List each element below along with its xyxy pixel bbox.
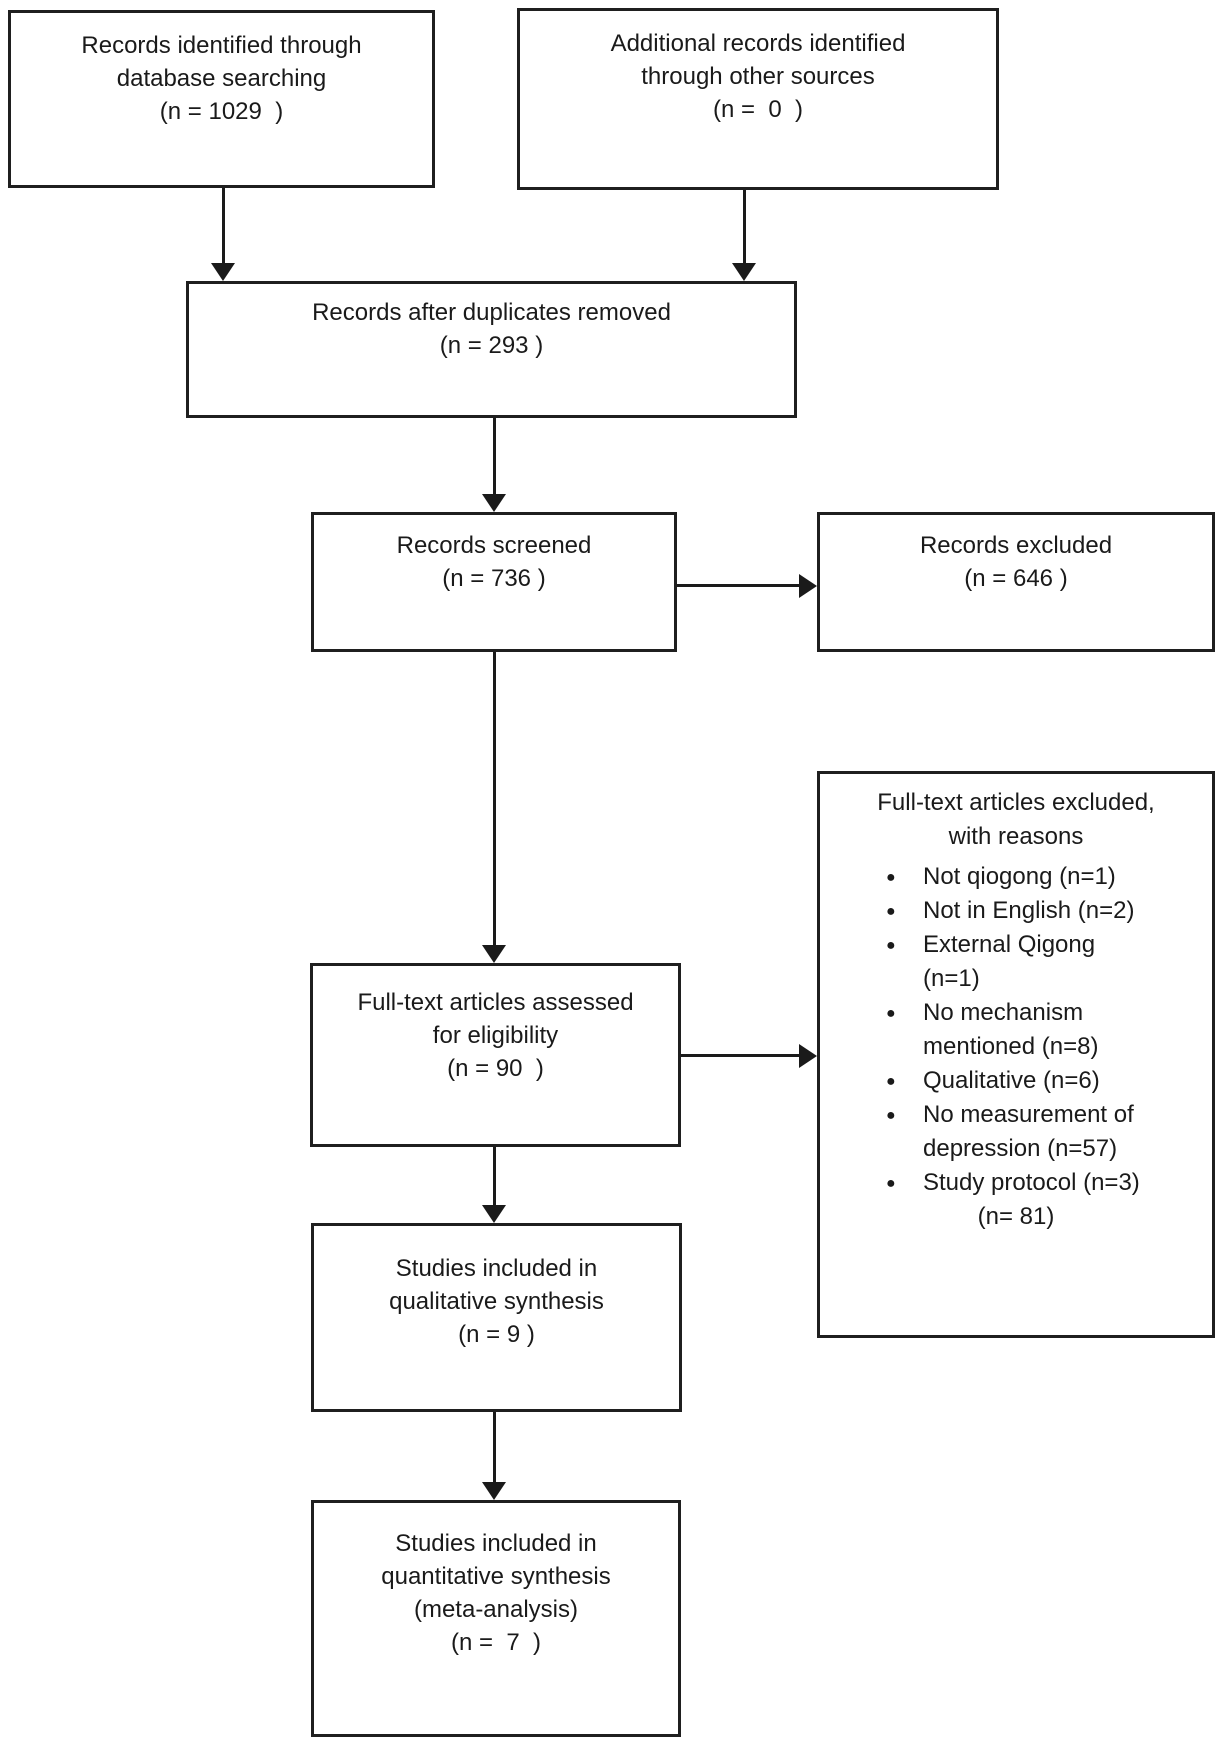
reason-item: Qualitative (n=6) — [820, 1064, 1204, 1099]
reason-item: Not qiogong (n=1) — [820, 860, 1204, 895]
fulltext-excluded-title: Full-text articles excluded, with reason… — [877, 789, 1155, 850]
box-fulltext-assessed-label: Full-text articles assessed for eligibil… — [357, 989, 634, 1082]
box-quantitative-synthesis: Studies included in quantitative synthes… — [311, 1500, 681, 1737]
box-records-excluded-label: Records excluded (n = 646 ) — [919, 532, 1113, 592]
reason-item: No measurement of depression (n=57) — [820, 1098, 1204, 1166]
reason-item: Study protocol (n=3) — [820, 1166, 1204, 1201]
box-records-screened-label: Records screened (n = 736 ) — [396, 532, 592, 592]
reason-item: Not in English (n=2) — [820, 894, 1204, 929]
fulltext-excluded-reason-list: Not qiogong (n=1)Not in English (n=2)Ext… — [820, 860, 1212, 1201]
reason-item: No mechanism mentioned (n=8) — [820, 996, 1204, 1064]
box-records-excluded: Records excluded (n = 646 ) — [817, 512, 1215, 652]
box-qualitative-synthesis: Studies included in qualitative synthesi… — [311, 1223, 682, 1412]
box-records-after-duplicates-removed: Records after duplicates removed (n = 29… — [186, 281, 797, 418]
box-records-after-duplicates-removed-label: Records after duplicates removed (n = 29… — [312, 299, 671, 359]
box-records-identified-database-label: Records identified through database sear… — [81, 32, 362, 125]
box-additional-records-other-sources-label: Additional records identified through ot… — [610, 30, 906, 123]
box-fulltext-excluded-reasons: Full-text articles excluded, with reason… — [817, 771, 1215, 1338]
box-fulltext-assessed: Full-text articles assessed for eligibil… — [310, 963, 681, 1147]
fulltext-excluded-total: (n= 81) — [977, 1203, 1055, 1230]
box-quantitative-synthesis-label: Studies included in quantitative synthes… — [381, 1530, 611, 1656]
box-qualitative-synthesis-label: Studies included in qualitative synthesi… — [389, 1255, 604, 1348]
box-records-identified-database: Records identified through database sear… — [8, 10, 435, 188]
reason-item: External Qigong (n=1) — [820, 928, 1204, 996]
box-additional-records-other-sources: Additional records identified through ot… — [517, 8, 999, 190]
box-records-screened: Records screened (n = 736 ) — [311, 512, 677, 652]
